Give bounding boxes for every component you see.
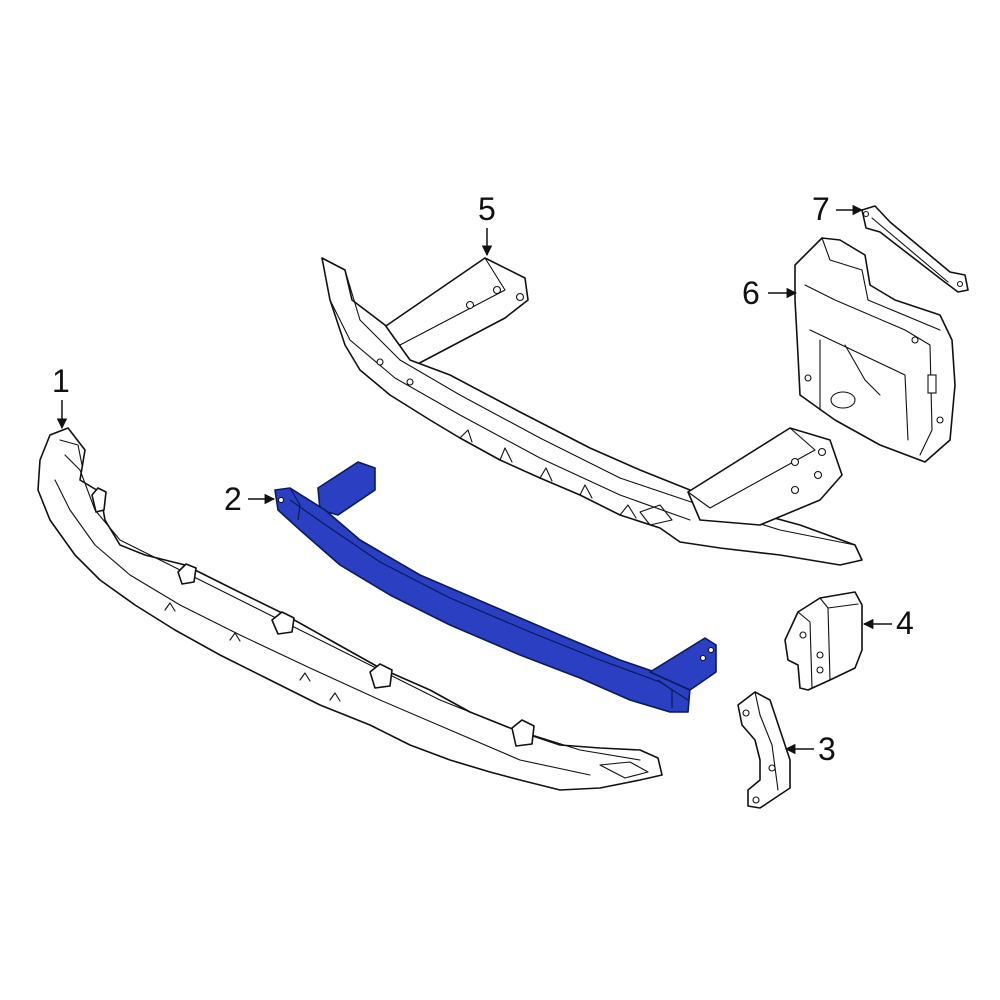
callout-number: 1	[52, 363, 70, 399]
callout-number: 2	[224, 481, 242, 517]
callout-number: 6	[742, 275, 760, 311]
bumper-absorber	[37, 427, 663, 791]
callout-number: 4	[896, 605, 914, 641]
brace-strap	[861, 205, 969, 293]
callout-1: 1	[52, 363, 70, 430]
callout-6: 6	[742, 275, 798, 311]
upper-reinforcement-beam	[321, 257, 863, 566]
impact-bar-beam	[274, 487, 691, 713]
callout-4: 4	[862, 605, 914, 641]
callout-number: 3	[818, 731, 836, 767]
side-bracket-assembly	[794, 237, 956, 463]
impact-bar	[274, 461, 717, 713]
impact-bar-right-arm	[649, 637, 717, 691]
callout-number: 5	[478, 191, 496, 227]
callout-5: 5	[478, 191, 496, 257]
callout-2: 2	[224, 481, 276, 517]
mounting-bracket	[784, 591, 863, 691]
impact-bar-left-arm	[317, 461, 376, 516]
callout-number: 7	[812, 191, 830, 227]
callout-7: 7	[812, 191, 864, 227]
callout-3: 3	[784, 731, 836, 767]
lower-bracket	[737, 691, 791, 809]
